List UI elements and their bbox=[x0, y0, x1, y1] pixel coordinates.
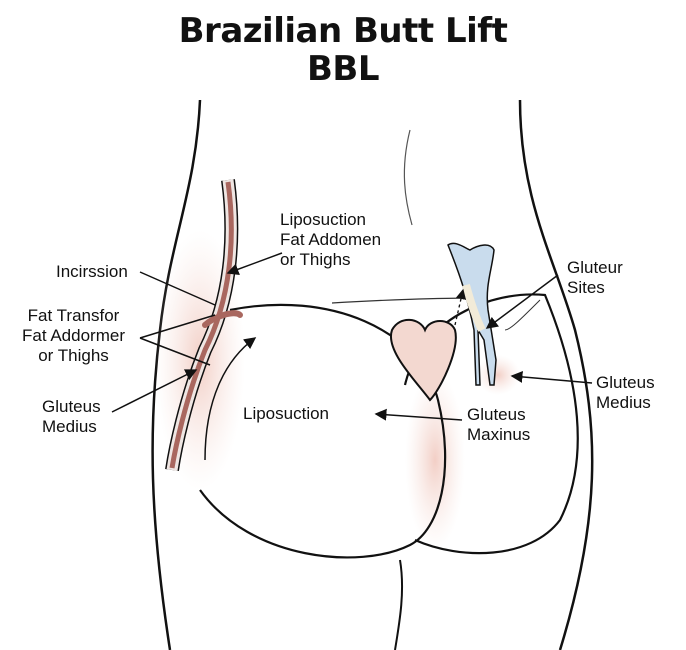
label-gluteur-sites: Gluteur Sites bbox=[567, 258, 623, 298]
label-line: Liposuction bbox=[280, 210, 367, 229]
label-line: Fat Addomen bbox=[280, 230, 382, 249]
label-liposuction-center: Liposuction bbox=[243, 404, 330, 423]
label-line: Maxinus bbox=[467, 425, 531, 444]
label-incision: Incirssion bbox=[56, 262, 128, 281]
label-liposuction-donor: Liposuction Fat Addomen or Thighs bbox=[280, 210, 381, 270]
label-line: Gluteus bbox=[596, 373, 655, 392]
label-line: Medius bbox=[596, 393, 651, 412]
label-gluteus-maximus: Gluteus Maxinus bbox=[467, 405, 530, 445]
label-line: Fat Transfor bbox=[27, 306, 120, 325]
label-line: Medius bbox=[42, 417, 97, 436]
label-gluteus-medius-left: Gluteus Medius bbox=[42, 397, 101, 437]
label-line: Gluteus bbox=[467, 405, 526, 424]
label-line: or Thighs bbox=[280, 250, 351, 269]
label-line: Gluteur bbox=[567, 258, 623, 277]
sacrum-shape bbox=[389, 318, 457, 402]
label-line: Fat Addormer bbox=[22, 326, 125, 345]
right-buttock bbox=[403, 293, 579, 555]
left-buttock bbox=[199, 303, 447, 559]
label-fat-transfer: Fat Transfor Fat Addormer or Thighs bbox=[22, 306, 125, 366]
label-line: or Thighs bbox=[38, 346, 109, 365]
label-line: Sites bbox=[567, 278, 605, 297]
diagram-title: Brazilian Butt Lift bbox=[178, 11, 508, 51]
label-gluteus-medius-right: Gluteus Medius bbox=[596, 373, 655, 413]
diagram-subtitle: BBL bbox=[307, 49, 380, 89]
label-line: Gluteus bbox=[42, 397, 101, 416]
body-outline-right bbox=[518, 99, 594, 650]
